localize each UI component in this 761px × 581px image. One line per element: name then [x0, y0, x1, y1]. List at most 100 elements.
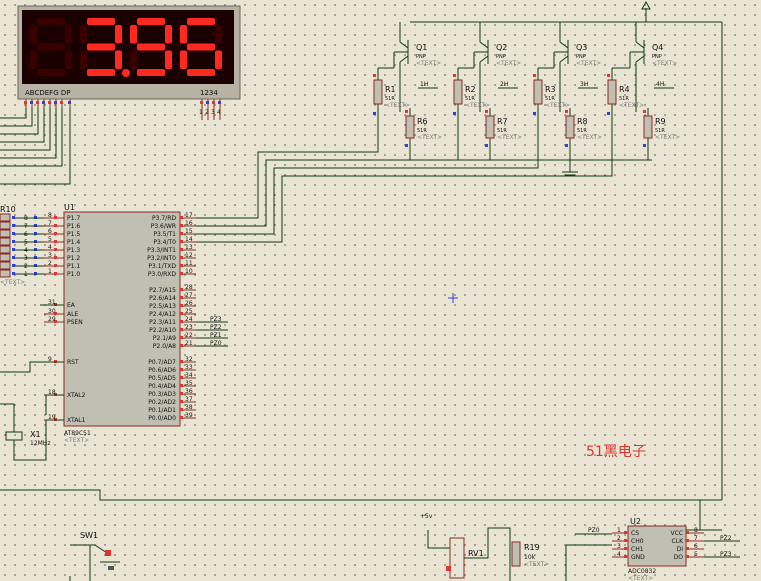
pin-name: P0.1/AD1 [148, 407, 176, 414]
resistor-r19[interactable]: R19 10k <TEXT> [511, 541, 549, 568]
mcu-body [63, 211, 181, 427]
segment-f [130, 25, 137, 44]
digit-net-label: 2H [500, 81, 508, 88]
segment-f [180, 25, 187, 44]
resistor-text: <TEXT> [545, 102, 570, 109]
pin-name: P3.1/TXD [148, 263, 176, 270]
crosshair-cursor [448, 293, 458, 303]
resistor-value: 51R [545, 96, 555, 102]
resistor-value: 51R [619, 96, 629, 102]
pin-name: P0.6/AD6 [148, 367, 176, 374]
pin-number: 16 [185, 220, 193, 227]
left-bus-number: 3 [24, 255, 28, 262]
pin-number: 30 [48, 308, 56, 315]
resistor-text: <TEXT> [465, 102, 490, 109]
pin-number: 22 [185, 332, 193, 339]
pin-number: 29 [48, 316, 56, 323]
adc-ref: U2 [630, 517, 641, 526]
pin-name: P3.4/T0 [153, 239, 176, 246]
supply-label: +5v [420, 513, 433, 520]
segment-g [87, 43, 115, 51]
r19-text: <TEXT> [524, 561, 549, 568]
pin-name: RST [67, 359, 79, 366]
pin-name: P1.3 [67, 247, 80, 254]
switch-sw1[interactable]: SW1 [69, 531, 120, 581]
pin-name: P0.3/AD3 [148, 391, 176, 398]
pin-number: 5 [48, 236, 52, 243]
seg-pin-4: 4 [217, 109, 221, 116]
segment-g [187, 43, 215, 51]
pin-number: 12 [185, 252, 193, 259]
segment-b [165, 25, 172, 44]
digit-net-label: 4H [656, 81, 664, 88]
segment-c [165, 50, 172, 69]
watermark-text: 51黑电子 [586, 444, 646, 460]
left-bus-number: 5 [24, 239, 28, 246]
digit-4 [180, 18, 222, 76]
pin-name: P2.1/A9 [153, 335, 176, 342]
digit-label: 1234 [200, 89, 218, 97]
pin-number: 31 [48, 299, 56, 306]
pin-number: 3 [48, 252, 52, 259]
decimal-point [122, 69, 130, 77]
pot-rv1[interactable]: +5v RV1 [420, 513, 511, 581]
segment-b [215, 25, 222, 44]
resistor-ref: R9 [655, 117, 666, 126]
segment-label: ABCDEFG DP [25, 89, 70, 97]
resistor-value: 51R [417, 128, 427, 134]
resistor-ref: R8 [577, 117, 588, 126]
left-bus-text: <TEXT> [0, 279, 25, 286]
pin-number: 15 [185, 228, 193, 235]
display-pins: 1 2 3 4 [24, 99, 221, 120]
resistor-ref: R7 [497, 117, 508, 126]
transistor-ref: Q2 [496, 43, 507, 52]
pin-number: 11 [185, 260, 193, 267]
seven-segment-display[interactable]: ABCDEFG DP 1234 [17, 5, 241, 100]
mcu-pin-11: 11 P3.1/TXD [148, 260, 196, 270]
segment-c [215, 50, 222, 69]
transistor-ref: Q3 [576, 43, 587, 52]
left-bus-number: 1 [24, 271, 28, 278]
resistor-value: 51R [655, 128, 665, 134]
transistor-type: PNP [652, 54, 662, 60]
pin-number: 2 [48, 260, 52, 267]
mcu-pin-12: 12 P3.2/INT0 [147, 252, 196, 262]
digit-3 [130, 18, 172, 76]
segment-bus-wires [0, 108, 71, 185]
transistor-text: <TEXT> [576, 60, 601, 67]
pin-name: DI [677, 546, 684, 553]
pin-name: P2.7/A15 [149, 287, 176, 294]
pin-name: P0.2/AD2 [148, 399, 176, 406]
pin-name: P0.5/AD5 [148, 375, 176, 382]
pin-name: P3.2/INT0 [147, 255, 176, 262]
resistor-text: <TEXT> [497, 134, 522, 141]
pin-number: 39 [185, 412, 193, 419]
adc-net-left: PZ0 [588, 527, 600, 534]
r19-ref: R19 [524, 543, 540, 552]
